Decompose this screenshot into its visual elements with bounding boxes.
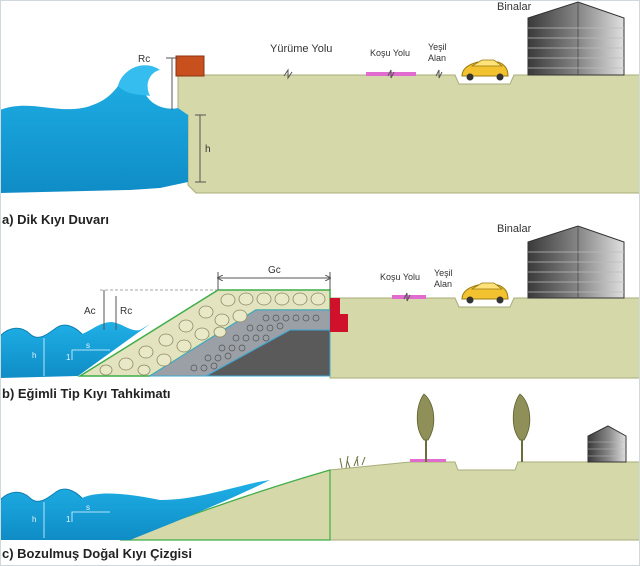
panel-b-running-path-label: Koşu Yolu — [380, 272, 420, 282]
panel-b-filter-pebbles — [190, 314, 320, 372]
tree-icon — [512, 393, 531, 462]
panel-a-rc-label: Rc — [138, 54, 150, 65]
panel-a-running-path-label: Koşu Yolu — [370, 48, 410, 58]
panel-b-buildings-label: Binalar — [497, 223, 532, 235]
car-icon — [461, 59, 509, 81]
panel-b-slope-indicator — [71, 349, 110, 360]
panel-a-wall-crown — [175, 55, 205, 77]
panel-c-slope-indicator — [71, 511, 110, 522]
panel-a-buildings-label: Binalar — [497, 1, 532, 13]
building-icon — [527, 225, 625, 299]
panel-c-degraded-shoreline: h s 1 c) Bozulmuş Doğal Kıyı Ç — [0, 393, 640, 561]
panel-b-crown-wall — [330, 298, 348, 332]
panel-b-gc-label: Gc — [268, 265, 281, 276]
panel-a-land — [177, 74, 640, 194]
panel-b-ac-label: Ac — [84, 306, 96, 317]
panel-b-green-area-label-2: Alan — [434, 279, 452, 289]
panel-c-slope-one-label: 1 — [66, 515, 71, 524]
panel-c-slope-s-label: s — [86, 503, 90, 512]
panel-a-green-area-label-1: Yeşil — [428, 42, 447, 52]
panel-b-sloped-revetment: Gc Ac Rc h s 1 Koşu Yolu Yeşil Alan — [0, 223, 640, 401]
car-icon — [461, 282, 509, 304]
building-icon — [587, 425, 627, 463]
wave-icon — [0, 488, 83, 502]
panel-a-walkway-break — [283, 68, 293, 80]
panel-c-land — [329, 461, 640, 541]
wave-icon — [0, 324, 83, 338]
panel-b-rocks — [99, 292, 326, 376]
panel-a-sea — [0, 66, 188, 193]
panel-b-green-area-label-1: Yeşil — [434, 268, 453, 278]
panel-a-green-area-label-2: Alan — [428, 53, 446, 63]
panel-b-caption: b) Eğimli Tip Kıyı Tahkimatı — [2, 386, 171, 401]
panel-c-sea — [0, 480, 270, 540]
panel-b-slope-s-label: s — [86, 341, 90, 350]
panel-c-depth-label: h — [32, 515, 36, 524]
panel-c-running-path — [410, 459, 446, 462]
panel-b-depth-label: h — [32, 351, 36, 360]
panel-b-land — [329, 297, 640, 379]
panel-a-caption: a) Dik Kıyı Duvarı — [2, 212, 109, 227]
panel-b-slope-one-label: 1 — [66, 353, 71, 362]
panel-c-caption: c) Bozulmuş Doğal Kıyı Çizgisi — [2, 546, 192, 561]
panel-a-vertical-seawall: Rc h Yürüme Yolu Koşu Yolu Yeşil Alan — [0, 1, 640, 227]
building-icon — [527, 1, 625, 76]
wave-icon — [118, 65, 160, 96]
tree-icon — [416, 393, 435, 462]
panel-b-rc-label: Rc — [120, 306, 132, 317]
grass-icon — [339, 455, 366, 469]
panel-a-h-label: h — [205, 144, 211, 155]
panel-a-walkway-label: Yürüme Yolu — [270, 43, 332, 55]
